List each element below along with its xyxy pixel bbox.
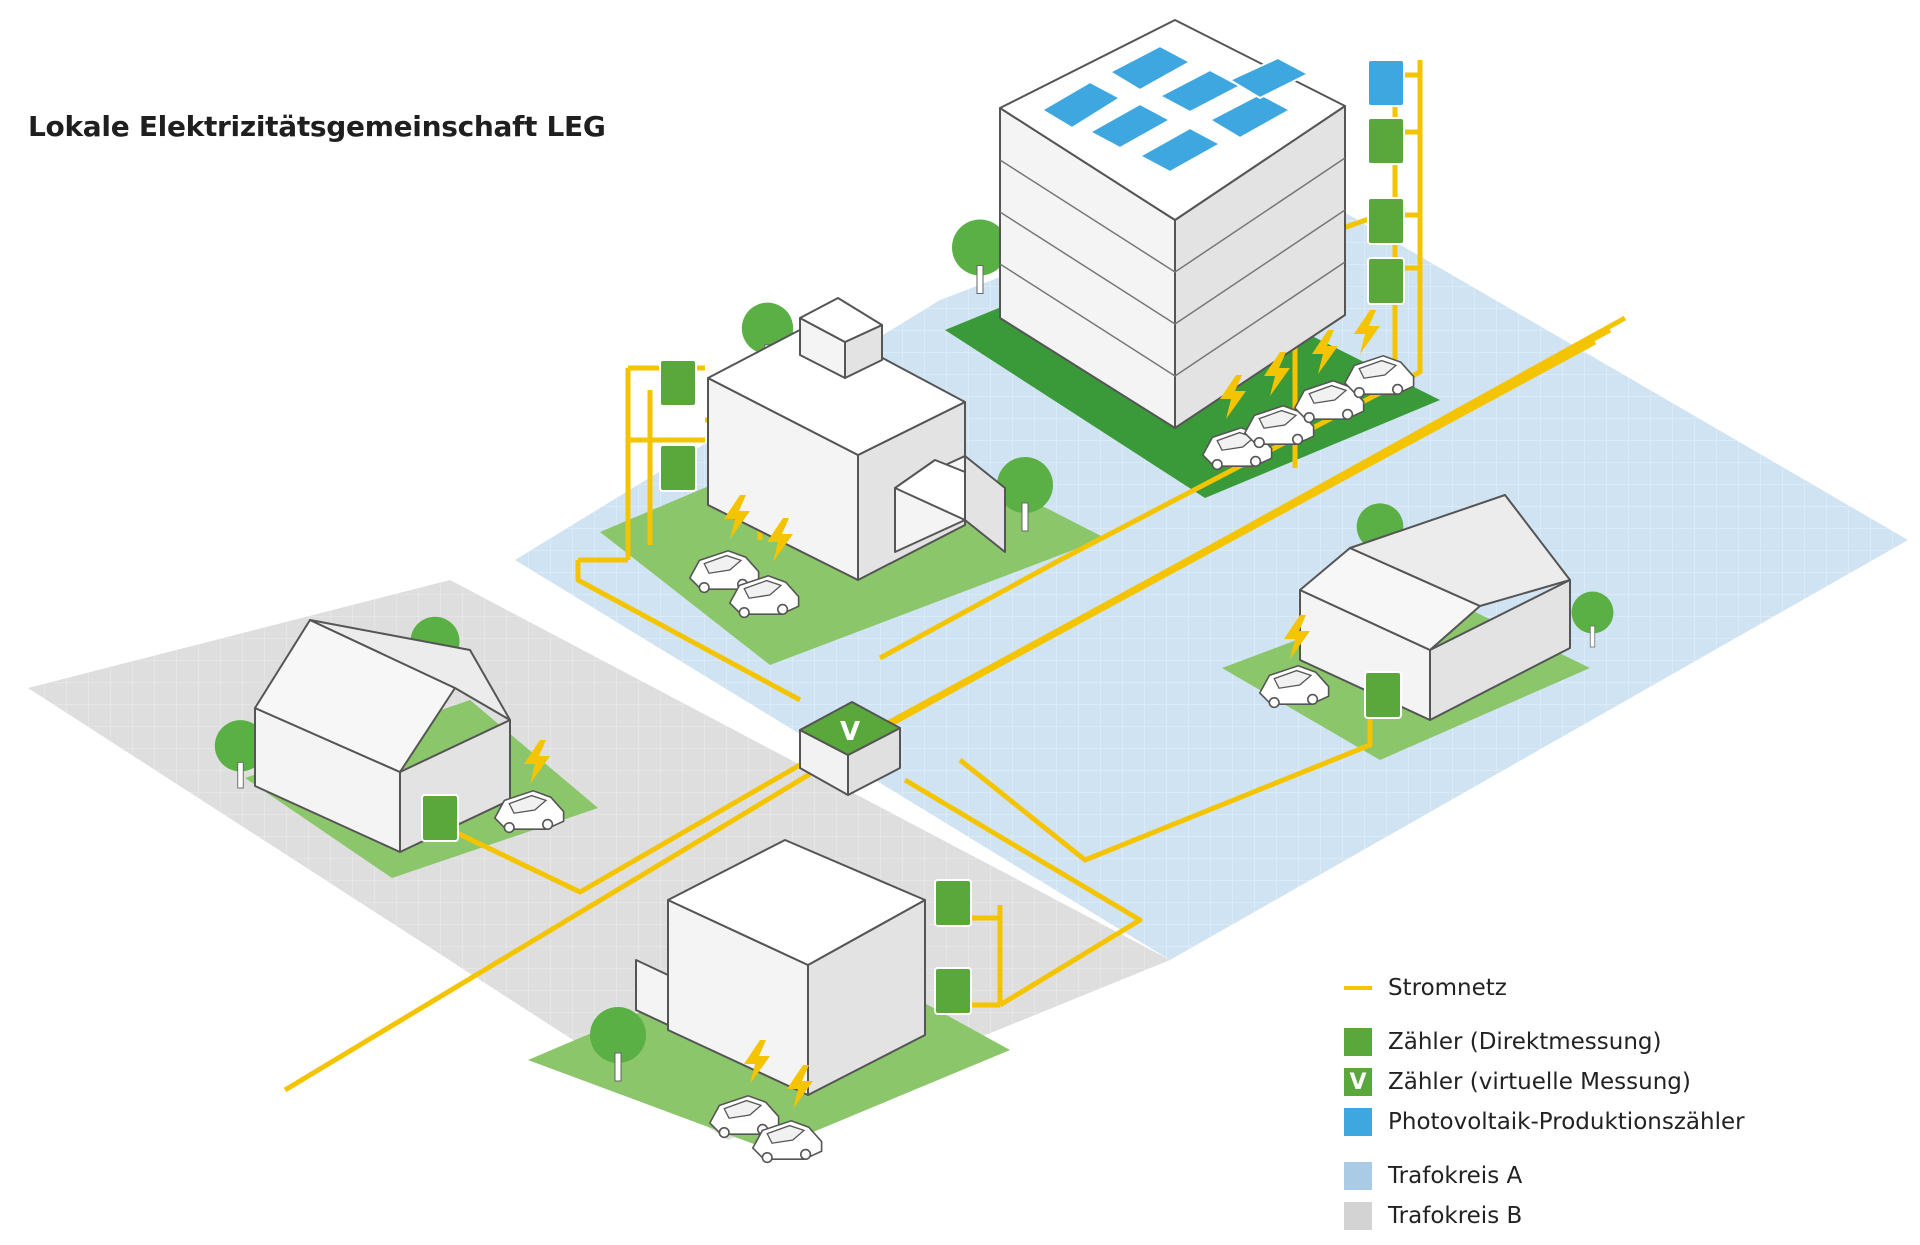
legend-item-meter-direct: Zähler (Direktmessung)	[1344, 1022, 1745, 1062]
trafo-a-swatch	[1344, 1162, 1372, 1190]
legend-label: Photovoltaik-Produktionszähler	[1388, 1109, 1745, 1135]
house-mid-left	[707, 297, 1006, 581]
legend-label: Zähler (virtuelle Messung)	[1388, 1069, 1691, 1095]
house-left	[254, 619, 511, 853]
legend-item-meter-virtual: V Zähler (virtuelle Messung)	[1344, 1062, 1745, 1102]
virtual-meter-mark: V	[840, 717, 860, 747]
legend-label: Trafokreis A	[1388, 1163, 1523, 1189]
legend-item-power-grid: Stromnetz	[1344, 968, 1745, 1008]
virtual-meter-station	[799, 701, 901, 796]
legend-item-trafo-b: Trafokreis B	[1344, 1196, 1745, 1236]
office-building	[999, 19, 1346, 429]
legend-label: Stromnetz	[1388, 975, 1507, 1001]
direct-meters	[421, 117, 1405, 1015]
legend: Stromnetz Zähler (Direktmessung) V Zähle…	[1344, 968, 1745, 1236]
pv-production-meter	[1367, 59, 1405, 107]
legend-label: Zähler (Direktmessung)	[1388, 1029, 1662, 1055]
legend-item-pv-meter: Photovoltaik-Produktionszähler	[1344, 1102, 1745, 1142]
pv-meter-swatch	[1344, 1108, 1372, 1136]
power-line-swatch	[1344, 986, 1372, 990]
page-title: Lokale Elektrizitätsgemeinschaft LEG	[28, 110, 606, 143]
legend-item-trafo-a: Trafokreis A	[1344, 1156, 1745, 1196]
meter-direct-swatch	[1344, 1028, 1372, 1056]
house-bottom	[635, 839, 926, 1096]
meter-virtual-swatch: V	[1344, 1068, 1372, 1096]
trafo-b-swatch	[1344, 1202, 1372, 1230]
legend-label: Trafokreis B	[1388, 1203, 1523, 1229]
